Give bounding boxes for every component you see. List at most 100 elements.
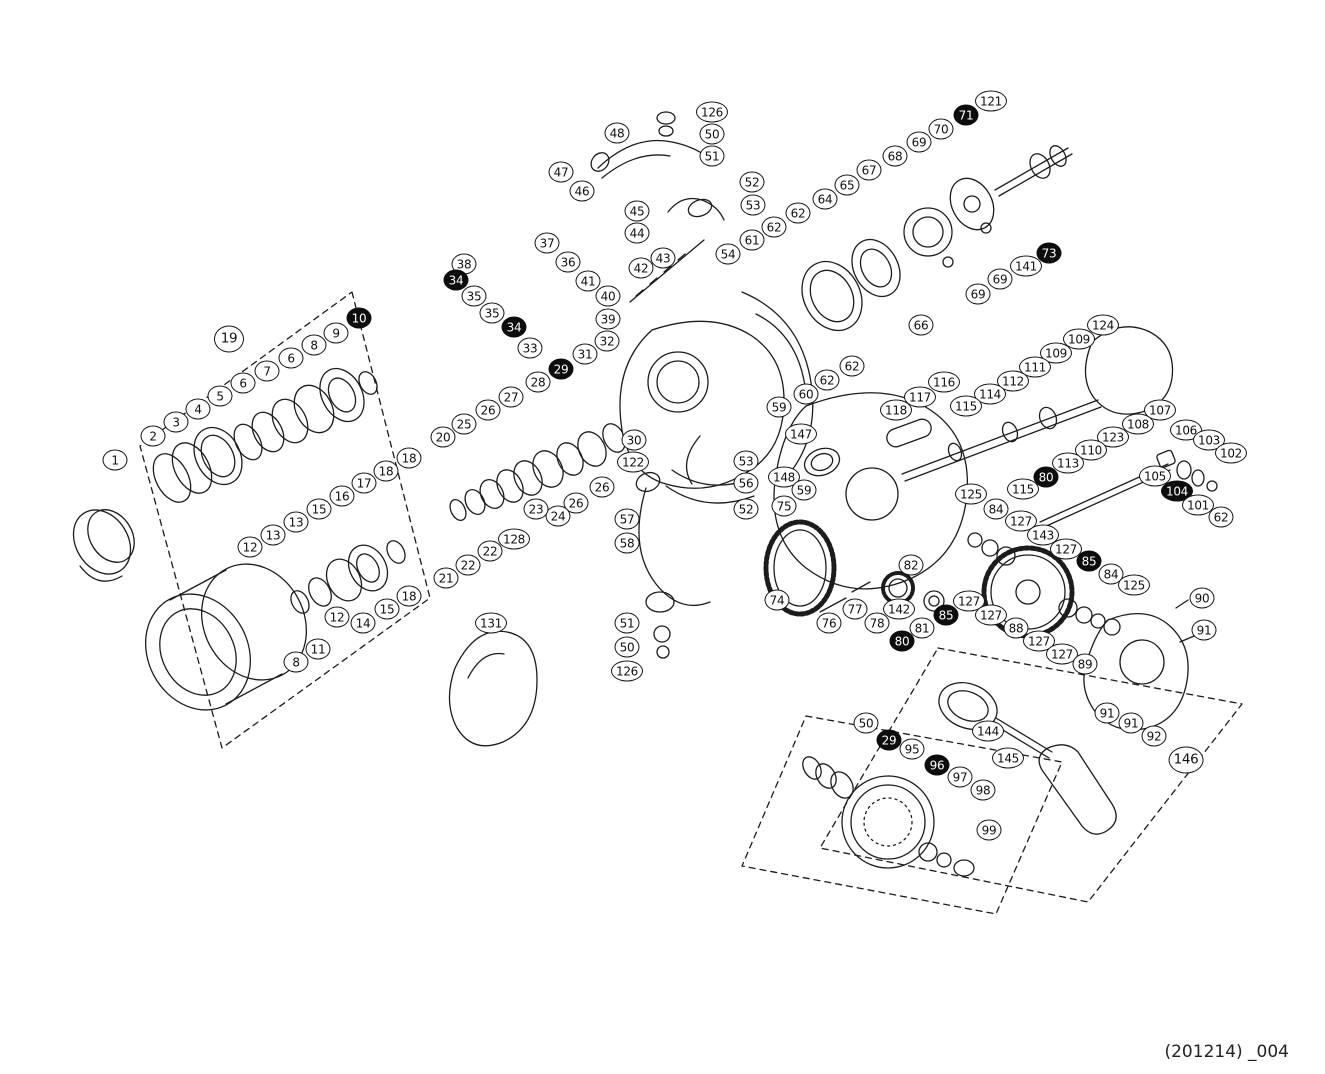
callout-74: 74 bbox=[764, 589, 790, 611]
callout-69: 69 bbox=[906, 131, 932, 153]
footer-code: (201214) _004 bbox=[1164, 1042, 1289, 1062]
callout-1: 1 bbox=[102, 449, 128, 471]
callout-58: 58 bbox=[614, 532, 640, 554]
callout-43: 43 bbox=[650, 247, 676, 269]
callout-143: 143 bbox=[1026, 524, 1060, 546]
callout-8: 8 bbox=[301, 334, 327, 356]
callout-99: 99 bbox=[976, 819, 1002, 841]
callout-3: 3 bbox=[163, 411, 189, 433]
callout-107: 107 bbox=[1143, 399, 1177, 421]
callout-52: 52 bbox=[739, 171, 765, 193]
callout-39: 39 bbox=[595, 308, 621, 330]
callout-13: 13 bbox=[260, 524, 286, 546]
spool-shaft-parts-art bbox=[290, 540, 406, 614]
callout-89: 89 bbox=[1072, 653, 1098, 675]
callout-116: 116 bbox=[927, 371, 961, 393]
callout-81: 81 bbox=[909, 617, 935, 639]
callout-6: 6 bbox=[230, 372, 256, 394]
callout-50: 50 bbox=[699, 123, 725, 145]
callout-15: 15 bbox=[374, 598, 400, 620]
callout-147: 147 bbox=[784, 423, 818, 445]
callout-50: 50 bbox=[614, 636, 640, 658]
callout-25: 25 bbox=[451, 413, 477, 435]
callout-78: 78 bbox=[864, 612, 890, 634]
callout-73: 73 bbox=[1036, 242, 1062, 264]
callout-127: 127 bbox=[952, 590, 986, 612]
pinion-stack-art bbox=[801, 145, 1073, 332]
callout-17: 17 bbox=[351, 472, 377, 494]
callout-8: 8 bbox=[283, 651, 309, 673]
callout-125: 125 bbox=[954, 483, 988, 505]
callout-91: 91 bbox=[1191, 619, 1217, 641]
callout-21: 21 bbox=[433, 567, 459, 589]
callout-76: 76 bbox=[816, 612, 842, 634]
callout-144: 144 bbox=[971, 720, 1005, 742]
callout-23: 23 bbox=[523, 498, 549, 520]
callout-77: 77 bbox=[842, 598, 868, 620]
callout-114: 114 bbox=[973, 383, 1007, 405]
callout-67: 67 bbox=[856, 159, 882, 181]
callout-28: 28 bbox=[525, 371, 551, 393]
callout-122: 122 bbox=[616, 451, 650, 473]
callout-51: 51 bbox=[614, 612, 640, 634]
callout-59: 59 bbox=[791, 479, 817, 501]
callout-145: 145 bbox=[991, 747, 1025, 769]
callout-110: 110 bbox=[1074, 439, 1108, 461]
callout-48: 48 bbox=[604, 122, 630, 144]
callout-124: 124 bbox=[1086, 314, 1120, 336]
callout-148: 148 bbox=[767, 466, 801, 488]
callout-131: 131 bbox=[474, 612, 508, 634]
callout-10: 10 bbox=[346, 307, 372, 329]
bail-arm-art bbox=[590, 111, 707, 179]
handle-knob-cluster-art bbox=[802, 756, 975, 877]
callout-34: 34 bbox=[501, 316, 527, 338]
callout-53: 53 bbox=[733, 450, 759, 472]
callout-18: 18 bbox=[396, 585, 422, 607]
callout-127: 127 bbox=[1049, 538, 1083, 560]
callout-117: 117 bbox=[903, 386, 937, 408]
callout-88: 88 bbox=[1003, 617, 1029, 639]
callout-31: 31 bbox=[572, 343, 598, 365]
callout-62: 62 bbox=[814, 369, 840, 391]
callout-30: 30 bbox=[621, 429, 647, 451]
callout-5: 5 bbox=[207, 385, 233, 407]
callout-62: 62 bbox=[761, 216, 787, 238]
callout-2: 2 bbox=[140, 425, 166, 447]
callout-92: 92 bbox=[1141, 725, 1167, 747]
callout-53: 53 bbox=[740, 194, 766, 216]
group-box-146 bbox=[741, 647, 1243, 915]
callout-52: 52 bbox=[733, 498, 759, 520]
callout-14: 14 bbox=[350, 612, 376, 634]
callout-12: 12 bbox=[324, 606, 350, 628]
callout-68: 68 bbox=[882, 145, 908, 167]
callout-84: 84 bbox=[1098, 563, 1124, 585]
callout-142: 142 bbox=[882, 598, 916, 620]
callout-128: 128 bbox=[497, 528, 531, 550]
callout-62: 62 bbox=[839, 355, 865, 377]
callout-102: 102 bbox=[1214, 442, 1248, 464]
callout-85: 85 bbox=[1076, 550, 1102, 572]
callout-69: 69 bbox=[987, 268, 1013, 290]
callout-26: 26 bbox=[475, 399, 501, 421]
callout-46: 46 bbox=[569, 180, 595, 202]
callout-13: 13 bbox=[283, 511, 309, 533]
callout-54: 54 bbox=[715, 243, 741, 265]
callout-104: 104 bbox=[1160, 480, 1194, 502]
callout-146: 146 bbox=[1168, 746, 1204, 774]
callout-26: 26 bbox=[563, 492, 589, 514]
callout-127: 127 bbox=[1022, 630, 1056, 652]
callout-115: 115 bbox=[949, 395, 983, 417]
callout-29: 29 bbox=[548, 358, 574, 380]
callout-35: 35 bbox=[479, 302, 505, 324]
callout-118: 118 bbox=[879, 399, 913, 421]
callout-22: 22 bbox=[455, 554, 481, 576]
callout-60: 60 bbox=[793, 383, 819, 405]
callout-65: 65 bbox=[834, 174, 860, 196]
callout-11: 11 bbox=[305, 638, 331, 660]
callout-20: 20 bbox=[430, 426, 456, 448]
callout-50: 50 bbox=[853, 712, 879, 734]
callout-9: 9 bbox=[323, 322, 349, 344]
callout-75: 75 bbox=[771, 495, 797, 517]
